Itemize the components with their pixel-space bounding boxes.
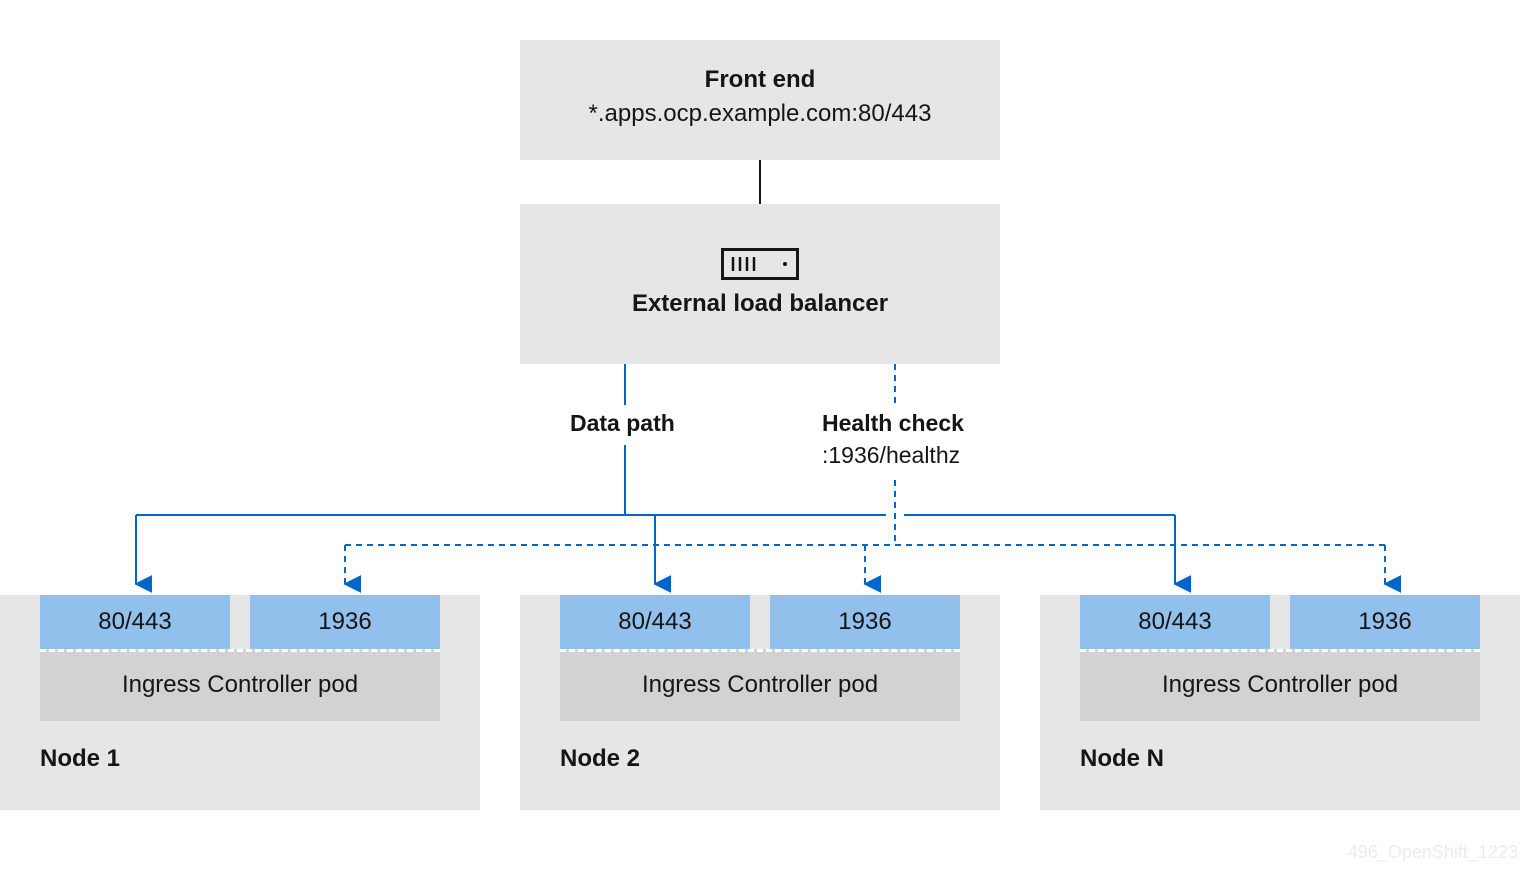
node-n-port-http: 80/443: [1080, 595, 1270, 649]
node-1-port-http: 80/443: [40, 595, 230, 649]
node-2-port-http: 80/443: [560, 595, 750, 649]
health-check-endpoint: :1936/healthz: [822, 442, 961, 469]
node-n-label: Node N: [1080, 745, 1164, 772]
node-n-port-health: 1936: [1290, 595, 1480, 649]
node-1-port-health: 1936: [250, 595, 440, 649]
node-2: 80/443 1936 Ingress Controller pod Node …: [520, 595, 1000, 810]
node-2-ingress-controller-pod: Ingress Controller pod: [560, 649, 960, 721]
watermark: 496_OpenShift_1223: [1347, 842, 1518, 862]
health-check-label: Health check: [822, 410, 964, 437]
node-2-label: Node 2: [560, 745, 641, 772]
node-1: 80/443 1936 Ingress Controller pod Node …: [0, 595, 480, 810]
front-end-box: Front end *.apps.ocp.example.com:80/443: [520, 40, 1000, 160]
front-end-address: *.apps.ocp.example.com:80/443: [588, 100, 932, 127]
node-2-port-health: 1936: [770, 595, 960, 649]
load-balancer-box: External load balancer: [520, 204, 1000, 364]
server-rack-icon: [721, 248, 799, 280]
load-balancer-title: External load balancer: [631, 290, 889, 317]
front-end-title: Front end: [704, 66, 816, 93]
data-path-label: Data path: [570, 410, 675, 437]
node-n-ingress-controller-pod: Ingress Controller pod: [1080, 649, 1480, 721]
node-1-label: Node 1: [40, 745, 121, 772]
node-n: 80/443 1936 Ingress Controller pod Node …: [1040, 595, 1520, 810]
node-1-ingress-controller-pod: Ingress Controller pod: [40, 649, 440, 721]
